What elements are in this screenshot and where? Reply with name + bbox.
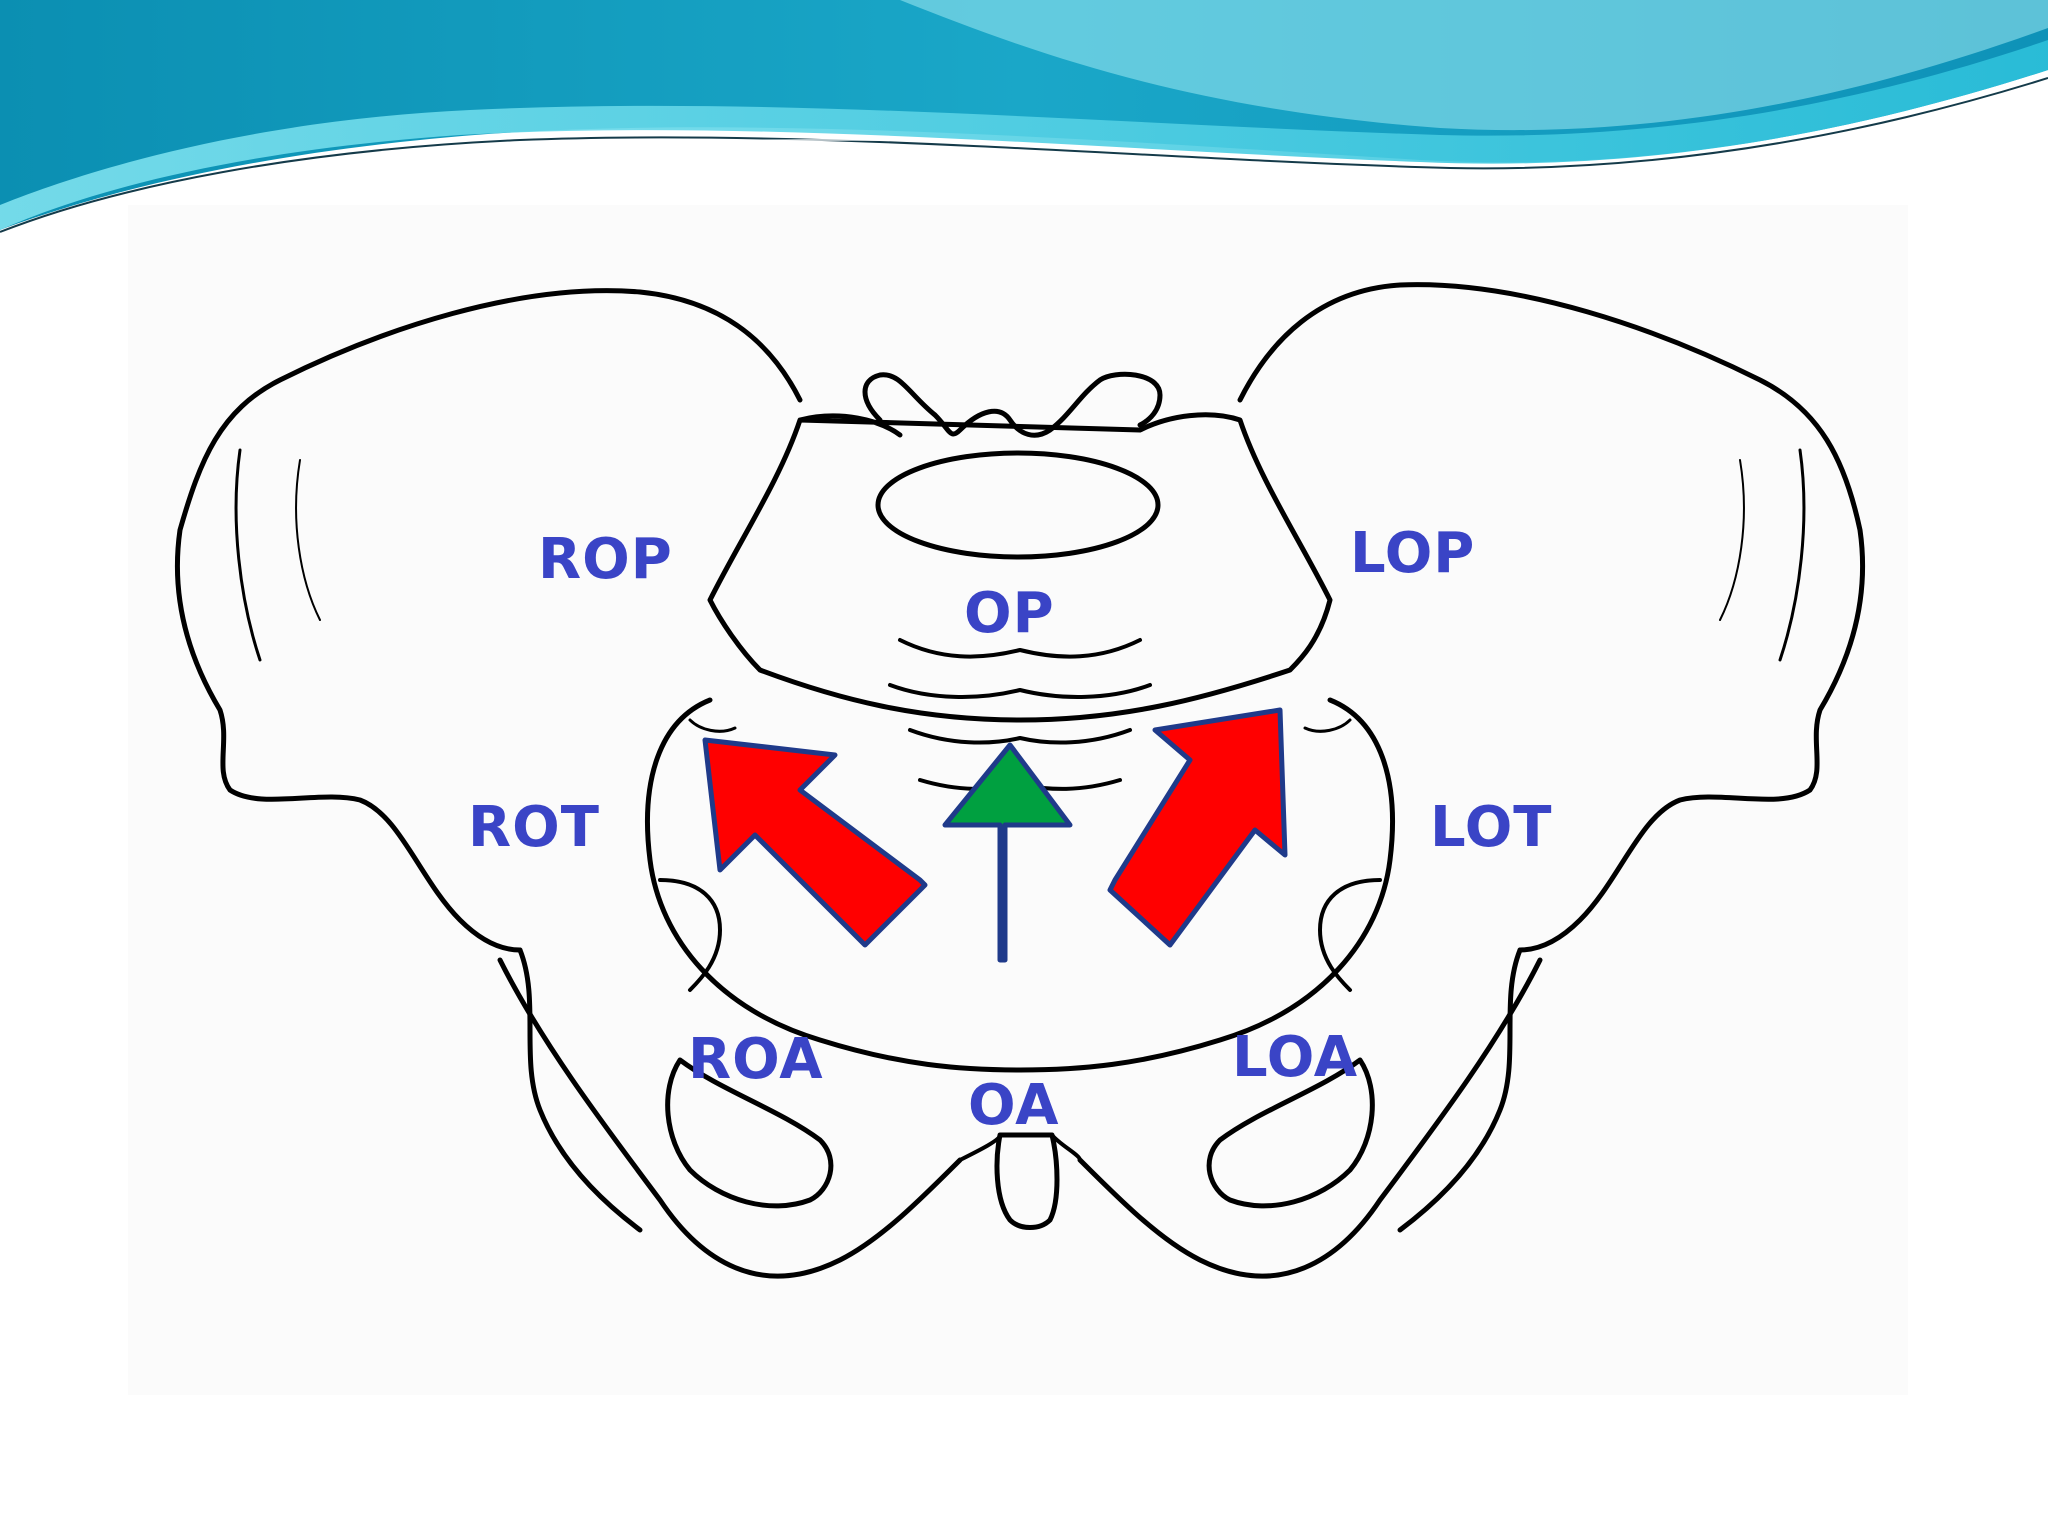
arrows <box>702 707 1288 963</box>
left-oblique-arrow <box>1107 707 1288 948</box>
right-obturator-foramen <box>665 1057 834 1209</box>
direct-arrow <box>942 742 1073 963</box>
lumbar-vertebra <box>862 371 1163 438</box>
vertebral-body <box>875 450 1161 560</box>
left-ilium <box>1237 282 1866 953</box>
label-oa: OA <box>968 1073 1060 1138</box>
label-rop: ROP <box>538 527 673 592</box>
label-op: OP <box>964 581 1055 646</box>
right-oblique-arrow <box>702 737 928 948</box>
left-obturator-foramen <box>1206 1057 1375 1209</box>
right-ilium <box>174 288 803 953</box>
label-loa: LOA <box>1232 1025 1359 1090</box>
label-lop: LOP <box>1350 521 1476 586</box>
pubic-symphysis <box>994 1132 1060 1230</box>
sacral-base <box>707 412 1333 723</box>
header-wave <box>0 0 2048 233</box>
label-roa: ROA <box>688 1027 824 1092</box>
label-rot: ROT <box>468 795 600 860</box>
label-lot: LOT <box>1430 795 1553 860</box>
pelvic-inlet <box>645 697 1395 1073</box>
